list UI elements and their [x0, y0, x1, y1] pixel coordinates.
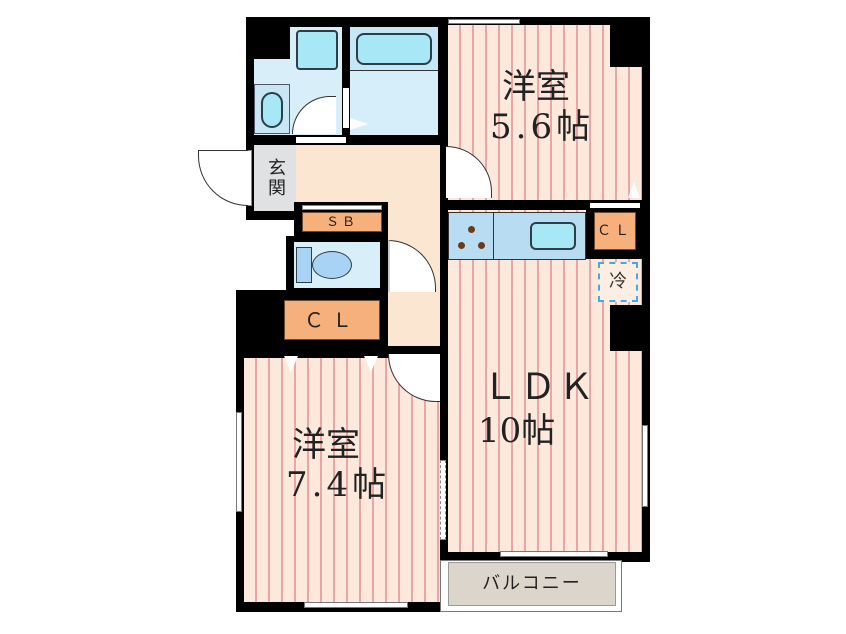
balcony: バルコニー [448, 562, 616, 606]
closet-2-doors[interactable] [590, 203, 640, 208]
refrigerator: 冷 [598, 262, 638, 302]
washing-machine-icon [296, 30, 338, 70]
bathtub-icon [356, 33, 432, 65]
window-room-1[interactable] [448, 19, 520, 24]
washbasin-icon [261, 92, 283, 128]
sb-doors[interactable] [302, 205, 382, 210]
western-room-1-size: 5.6帖 [490, 107, 595, 147]
western-room-2 [244, 358, 440, 602]
western-room-2-size: 7.4帖 [286, 465, 391, 505]
wall-divider [342, 27, 350, 135]
shoe-box-label: ＳＢ [325, 214, 358, 230]
kitchen-sink-icon [530, 222, 576, 250]
western-room-2-name: 洋室 [292, 425, 360, 465]
western-room-1-name: 洋室 [502, 67, 570, 107]
burner-icon [468, 226, 475, 233]
burner-icon [458, 242, 465, 249]
closet-1-triangle-right-icon [364, 356, 378, 372]
shoe-box: ＳＢ [302, 212, 382, 232]
pillar-ldk [610, 305, 650, 351]
balcony-label: バルコニー [482, 573, 582, 594]
window-ldk-south[interactable] [500, 551, 608, 557]
refrigerator-label: 冷 [609, 271, 627, 292]
hall-top-door [296, 137, 346, 143]
sliding-door-room-2[interactable] [440, 460, 446, 540]
ldk-label: ＬＤＫ 10帖 [470, 367, 630, 451]
pillar-room-1 [610, 17, 650, 67]
entrance: 玄関 [254, 145, 296, 211]
closet-1: ＣＬ [284, 300, 380, 340]
closet-1-triangle-left-icon [284, 356, 298, 372]
ldk-size: 10帖 [478, 411, 556, 451]
closet-2-label: ＣＬ [597, 223, 633, 239]
closet-1-label: ＣＬ [304, 308, 360, 332]
wall-hall-left [246, 137, 446, 145]
western-room-1-label: 洋室 5.6帖 [490, 70, 620, 144]
closet-2: ＣＬ [594, 212, 636, 250]
bath-door[interactable] [343, 88, 349, 128]
front-door-swing-icon [198, 150, 248, 206]
toilet-bowl-icon [312, 251, 352, 279]
ldk-room [448, 210, 642, 552]
window-ldk-east[interactable] [642, 425, 648, 507]
closet-door-triangle-icon [628, 182, 640, 198]
window-room-2-south[interactable] [304, 602, 408, 608]
wall-corner [254, 27, 290, 59]
window-room-2-west[interactable] [236, 412, 242, 512]
toilet-tank-icon [296, 247, 312, 283]
bath-door-triangle-icon [350, 118, 368, 130]
ldk-name: ＬＤＫ [482, 367, 597, 408]
burner-icon [478, 242, 485, 249]
stove-icon [448, 212, 494, 260]
entrance-label: 玄関 [265, 158, 286, 198]
western-room-2-label: 洋室 7.4帖 [286, 428, 416, 502]
